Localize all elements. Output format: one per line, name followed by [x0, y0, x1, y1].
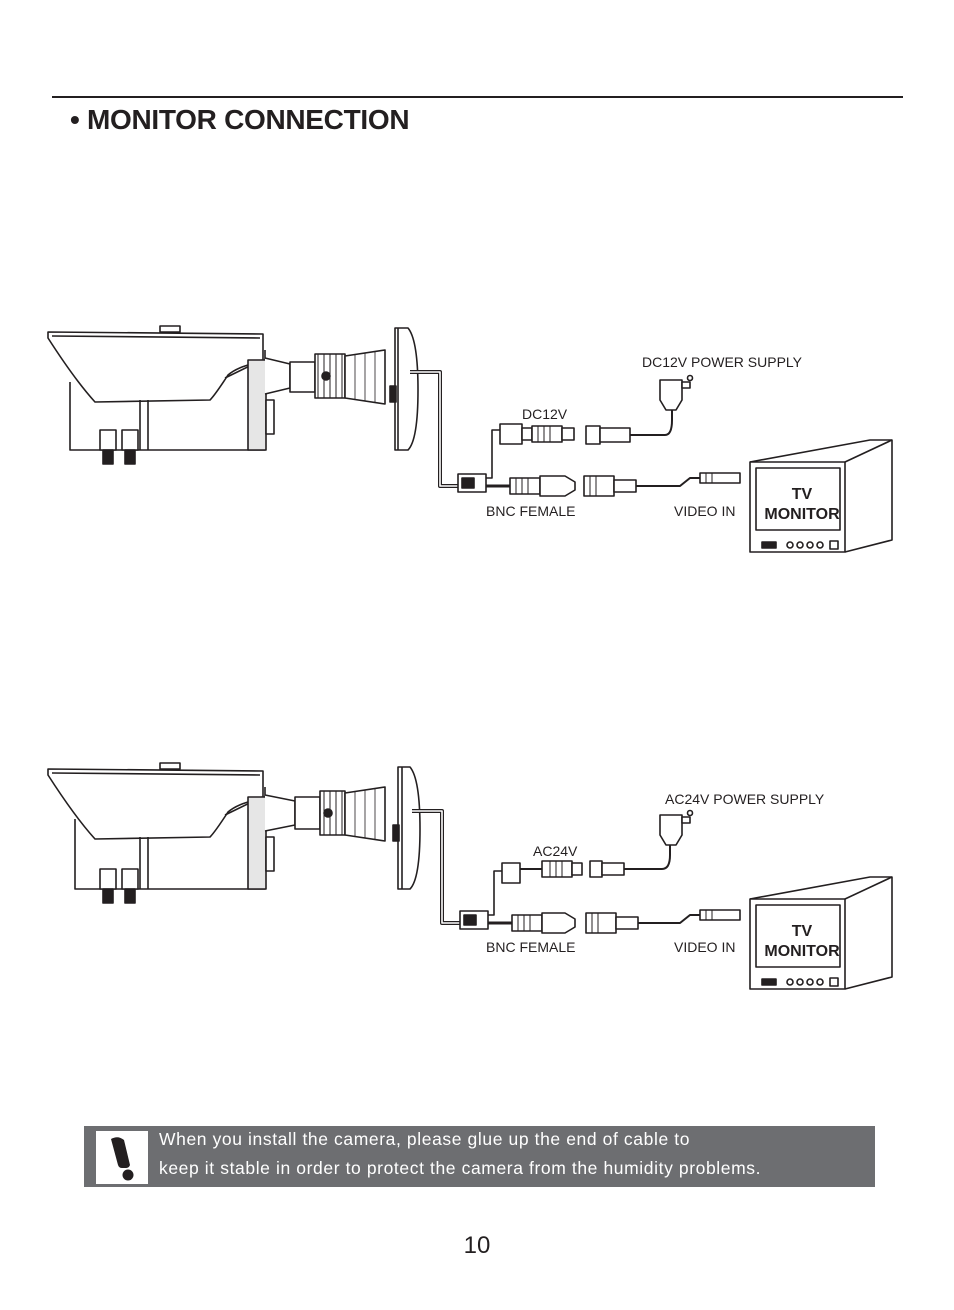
notice-text-line-1: When you install the camera, please glue… — [159, 1129, 691, 1149]
power-supply-label: DC12V POWER SUPPLY — [642, 354, 803, 370]
power-supply-label: AC24V POWER SUPPLY — [665, 791, 825, 807]
page-number: 10 — [463, 1232, 491, 1259]
power-input-label: DC12V — [522, 406, 568, 422]
bnc-female-label: BNC FEMALE — [486, 939, 575, 955]
video-in-label: VIDEO IN — [674, 503, 735, 519]
video-in-label: VIDEO IN — [674, 939, 735, 955]
power-input-label: AC24V — [533, 843, 578, 859]
monitor-label: MONITOR — [764, 506, 840, 523]
tv-label: TV — [792, 486, 813, 503]
top-rule — [52, 96, 903, 98]
exclamation-icon — [96, 1131, 148, 1184]
notice-text-line-2: keep it stable in order to protect the c… — [159, 1158, 762, 1178]
tv-label: TV — [792, 923, 813, 940]
connection-diagram-dc12v: DC12V POWER SUPPLY DC12V BNC FEMALE VIDE… — [47, 325, 893, 553]
tv-monitor-illustration — [749, 439, 893, 553]
connection-diagram-ac24v: AC24V POWER SUPPLY AC24V BNC FEMALE VIDE… — [47, 762, 893, 990]
notice-box: When you install the camera, please glue… — [84, 1126, 875, 1187]
camera-illustration — [47, 762, 421, 904]
page-title: • MONITOR CONNECTION — [70, 104, 410, 135]
camera-illustration — [47, 325, 419, 465]
monitor-label: MONITOR — [764, 943, 840, 960]
bnc-female-label: BNC FEMALE — [486, 503, 575, 519]
tv-monitor-illustration — [749, 876, 893, 990]
